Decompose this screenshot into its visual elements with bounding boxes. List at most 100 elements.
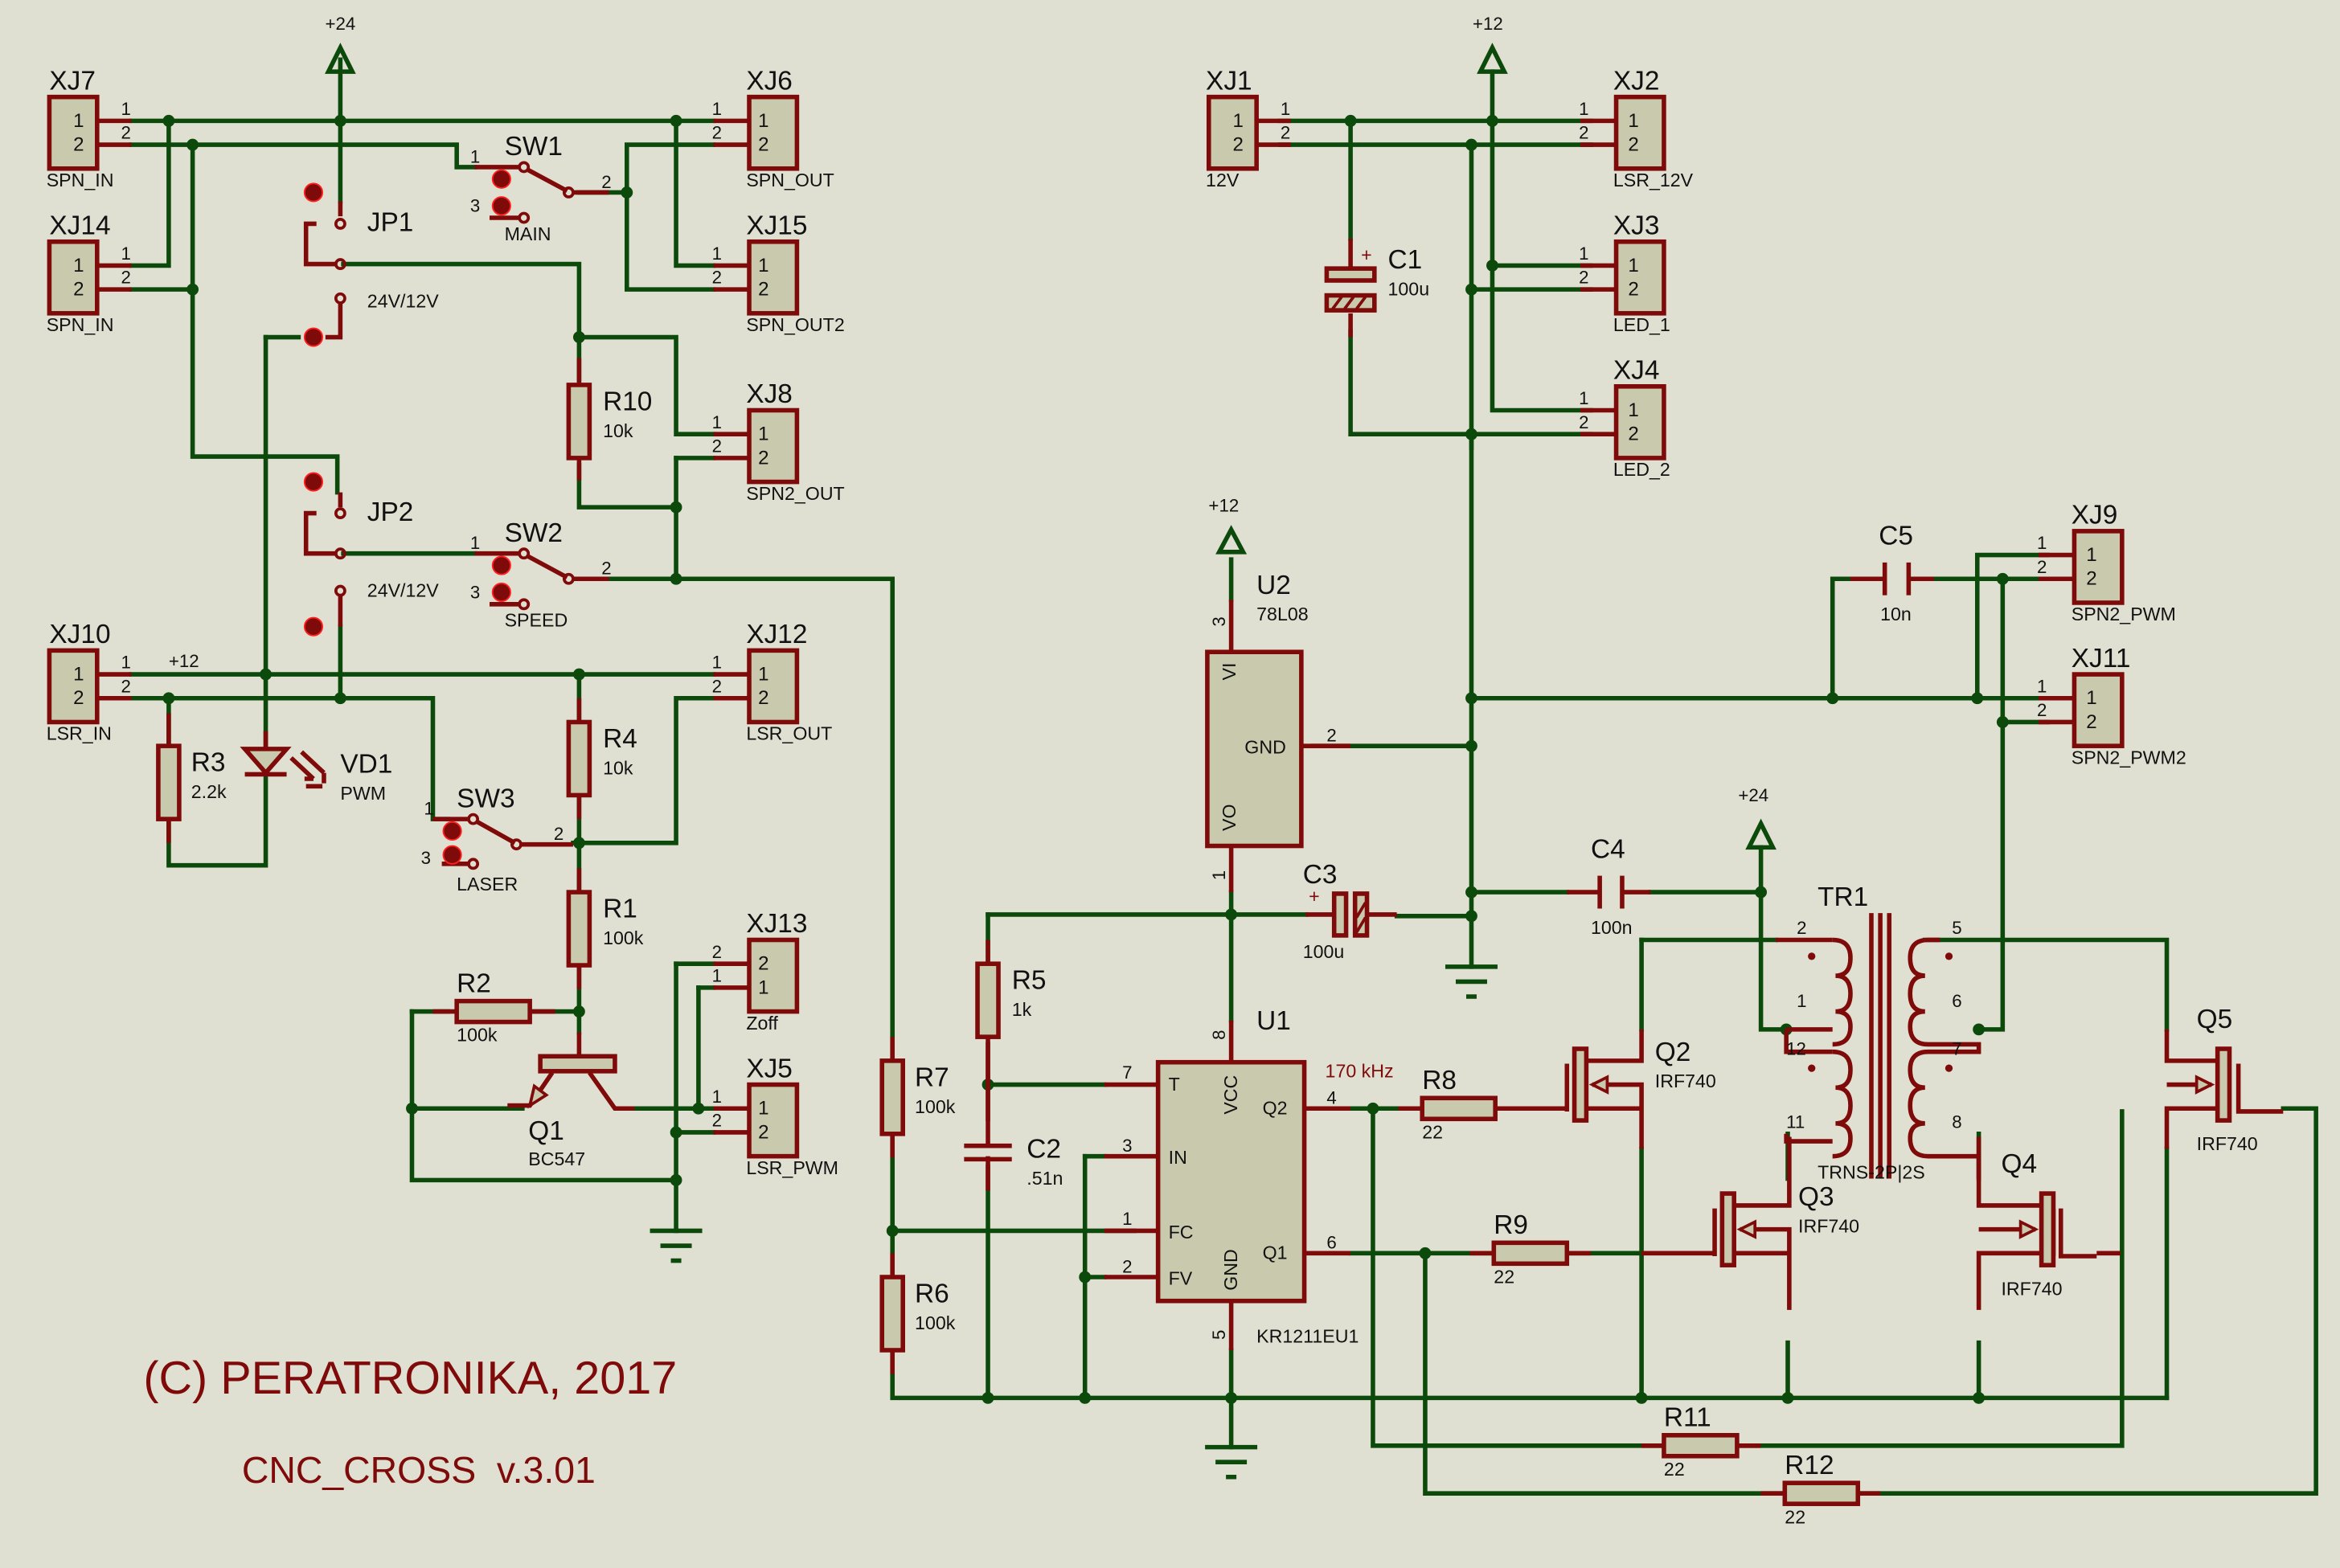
pin-number: 2: [758, 447, 768, 469]
resistor-r5[interactable]: R5 1k: [975, 940, 1046, 1061]
ref-label: C3: [1303, 860, 1338, 890]
switch-down-arrow-icon[interactable]: [491, 196, 511, 216]
ref-label: R3: [191, 748, 226, 778]
connector-xj12[interactable]: XJ12 1 2 1 2 LSR_OUT: [712, 620, 833, 744]
capacitor-c1[interactable]: + C1 100u: [1324, 239, 1429, 338]
pin-number: 1: [712, 412, 722, 432]
resistor-r3[interactable]: R3 2.2k: [156, 713, 227, 843]
pin-number: 1: [470, 146, 480, 166]
pin-number: 7: [1952, 1038, 1961, 1058]
jumper-label: 24V/12V: [367, 580, 439, 601]
value-label: 22: [1785, 1506, 1805, 1527]
value-label: 100k: [915, 1312, 956, 1333]
ref-label: XJ4: [1613, 356, 1660, 386]
pin-number: 7: [1122, 1062, 1132, 1083]
connector-label: SPN2_PWM2: [2072, 747, 2186, 768]
pin-number: 2: [758, 953, 768, 975]
pin-number: 2: [2086, 568, 2096, 590]
jumper-jp2[interactable]: JP2 24V/12V: [303, 472, 439, 637]
power-label: +24: [325, 14, 355, 34]
value-label: IRF740: [1798, 1215, 1859, 1236]
pin-number: 2: [1122, 1256, 1132, 1276]
connector-xj6[interactable]: XJ6 1 2 1 2 SPN_OUT: [712, 66, 834, 190]
ic-u1[interactable]: U1 KR1211EU1 170 kHz T IN FC FV VCC GND …: [1104, 1006, 1394, 1350]
pin-number: 1: [1628, 399, 1638, 421]
jumper-marker-icon: [303, 472, 324, 492]
pin-number: 1: [121, 99, 131, 119]
mosfet-q3[interactable]: Q3 IRF740: [1641, 1136, 1859, 1310]
connector-xj2[interactable]: XJ2 1 2 1 2 LSR_12V: [1579, 66, 1693, 190]
pin-number: 1: [2037, 676, 2047, 696]
transistor-q1[interactable]: Q1 BC547: [507, 1032, 635, 1169]
ref-label: R6: [915, 1279, 949, 1309]
pin-number: 2: [2037, 557, 2047, 577]
connector-xj10[interactable]: XJ10 1 2 1 2 LSR_IN: [47, 620, 132, 744]
switch-up-arrow-icon[interactable]: [442, 821, 462, 841]
project-title: CNC_CROSS v.3.01: [242, 1449, 596, 1491]
jumper-jp1[interactable]: JP1 24V/12V: [303, 182, 439, 347]
connector-xj9[interactable]: XJ9 1 2 1 2 SPN2_PWM: [2037, 501, 2176, 625]
value-label: KR1211EU1: [1256, 1326, 1359, 1347]
ref-label: C4: [1591, 834, 1625, 864]
value-label: 10k: [603, 420, 633, 441]
capacitor-c3[interactable]: + C3 100u: [1303, 860, 1397, 962]
resistor-r1[interactable]: R1 100k: [566, 868, 644, 989]
switch-up-arrow-icon[interactable]: [491, 555, 511, 575]
switch-sw1[interactable]: SW1 1 2 3 MAIN: [470, 132, 612, 244]
pin-number: 6: [1952, 991, 1961, 1011]
ref-label: R2: [457, 968, 491, 998]
connector-xj8[interactable]: XJ8 1 2 1 2 SPN2_OUT: [712, 379, 845, 504]
capacitor-c2[interactable]: C2 .51n: [964, 1060, 1063, 1191]
resistor-r2[interactable]: R2 100k: [432, 968, 555, 1046]
connector-xj15[interactable]: XJ15 1 2 1 2 SPN_OUT2: [712, 211, 845, 335]
resistor-r11[interactable]: R11 22: [1641, 1403, 1761, 1480]
pin-number: 1: [712, 1087, 722, 1107]
switch-down-arrow-icon[interactable]: [491, 582, 511, 603]
connector-xj5[interactable]: XJ5 1 2 1 2 LSR_PWM: [712, 1054, 838, 1178]
pin-name: Q1: [1263, 1243, 1288, 1263]
connector-xj13[interactable]: XJ13 2 1 2 1 Zoff: [712, 909, 808, 1034]
mosfet-q5[interactable]: Q5 IRF740: [2164, 1005, 2284, 1154]
pin-number: 2: [554, 824, 563, 844]
value-label: 22: [1494, 1266, 1514, 1287]
connector-xj14[interactable]: XJ14 1 2 1 2 SPN_IN: [47, 211, 132, 335]
pin-number: 2: [73, 687, 84, 709]
switch-sw3[interactable]: SW3 1 2 3 LASER: [421, 784, 573, 895]
pin-number: 1: [758, 976, 768, 998]
pin-number: 6: [1326, 1233, 1336, 1253]
ref-label: Q5: [2197, 1005, 2233, 1034]
pin-name: T: [1169, 1074, 1180, 1095]
ref-label: R10: [603, 387, 652, 416]
resistor-r7[interactable]: R7 100k: [879, 1037, 956, 1158]
value-label: IRF740: [2001, 1278, 2062, 1299]
connector-xj7[interactable]: XJ7 1 2 1 2 SPN_IN: [47, 66, 132, 190]
connector-label: LSR_OUT: [746, 723, 832, 744]
ref-label: C2: [1027, 1135, 1061, 1165]
mosfet-q4[interactable]: Q4 IRF740: [1976, 1136, 2121, 1310]
capacitor-c4[interactable]: C4 100n: [1567, 834, 1651, 938]
connector-xj3[interactable]: XJ3 1 2 1 2 LED_1: [1579, 211, 1670, 335]
resistor-r8[interactable]: R8 22: [1398, 1066, 1519, 1142]
connector-xj4[interactable]: XJ4 1 2 1 2 LED_2: [1579, 356, 1670, 481]
connector-label: SPN_OUT2: [746, 314, 844, 335]
mosfet-q2[interactable]: Q2 IRF740: [1518, 1029, 1716, 1149]
switch-sw2[interactable]: SW2 1 2 3 SPEED: [470, 518, 612, 631]
value-label: 100k: [603, 927, 644, 948]
transformer-tr1[interactable]: TR1 TRNS-2P|2S 2 1 12 11 5 6 7 8: [1776, 882, 1981, 1183]
capacitor-c5[interactable]: C5 10n: [1850, 522, 1934, 625]
ic-u2[interactable]: U2 78L08 VI GND VO 3 2 1: [1205, 571, 1351, 893]
resistor-r6[interactable]: R6 100k: [879, 1253, 956, 1374]
connector-xj11[interactable]: XJ11 1 2 1 2 SPN2_PWM2: [2037, 644, 2186, 768]
switch-up-arrow-icon[interactable]: [491, 169, 511, 189]
resistor-r12[interactable]: R12 22: [1760, 1451, 1881, 1527]
pin-number: 2: [73, 133, 84, 155]
resistor-r10[interactable]: R10 10k: [566, 358, 652, 481]
resistor-r9[interactable]: R9 22: [1469, 1210, 1591, 1287]
connector-xj1[interactable]: XJ1 1 2 1 2 12V: [1206, 66, 1291, 190]
led-vd1[interactable]: VD1 PWM: [240, 731, 393, 804]
resistor-r4[interactable]: R4 10k: [566, 698, 637, 820]
switch-down-arrow-icon[interactable]: [442, 845, 462, 865]
pin-number: 2: [1797, 918, 1806, 938]
ground-symbol-q1: [650, 1228, 703, 1263]
value-label: 78L08: [1256, 604, 1308, 624]
